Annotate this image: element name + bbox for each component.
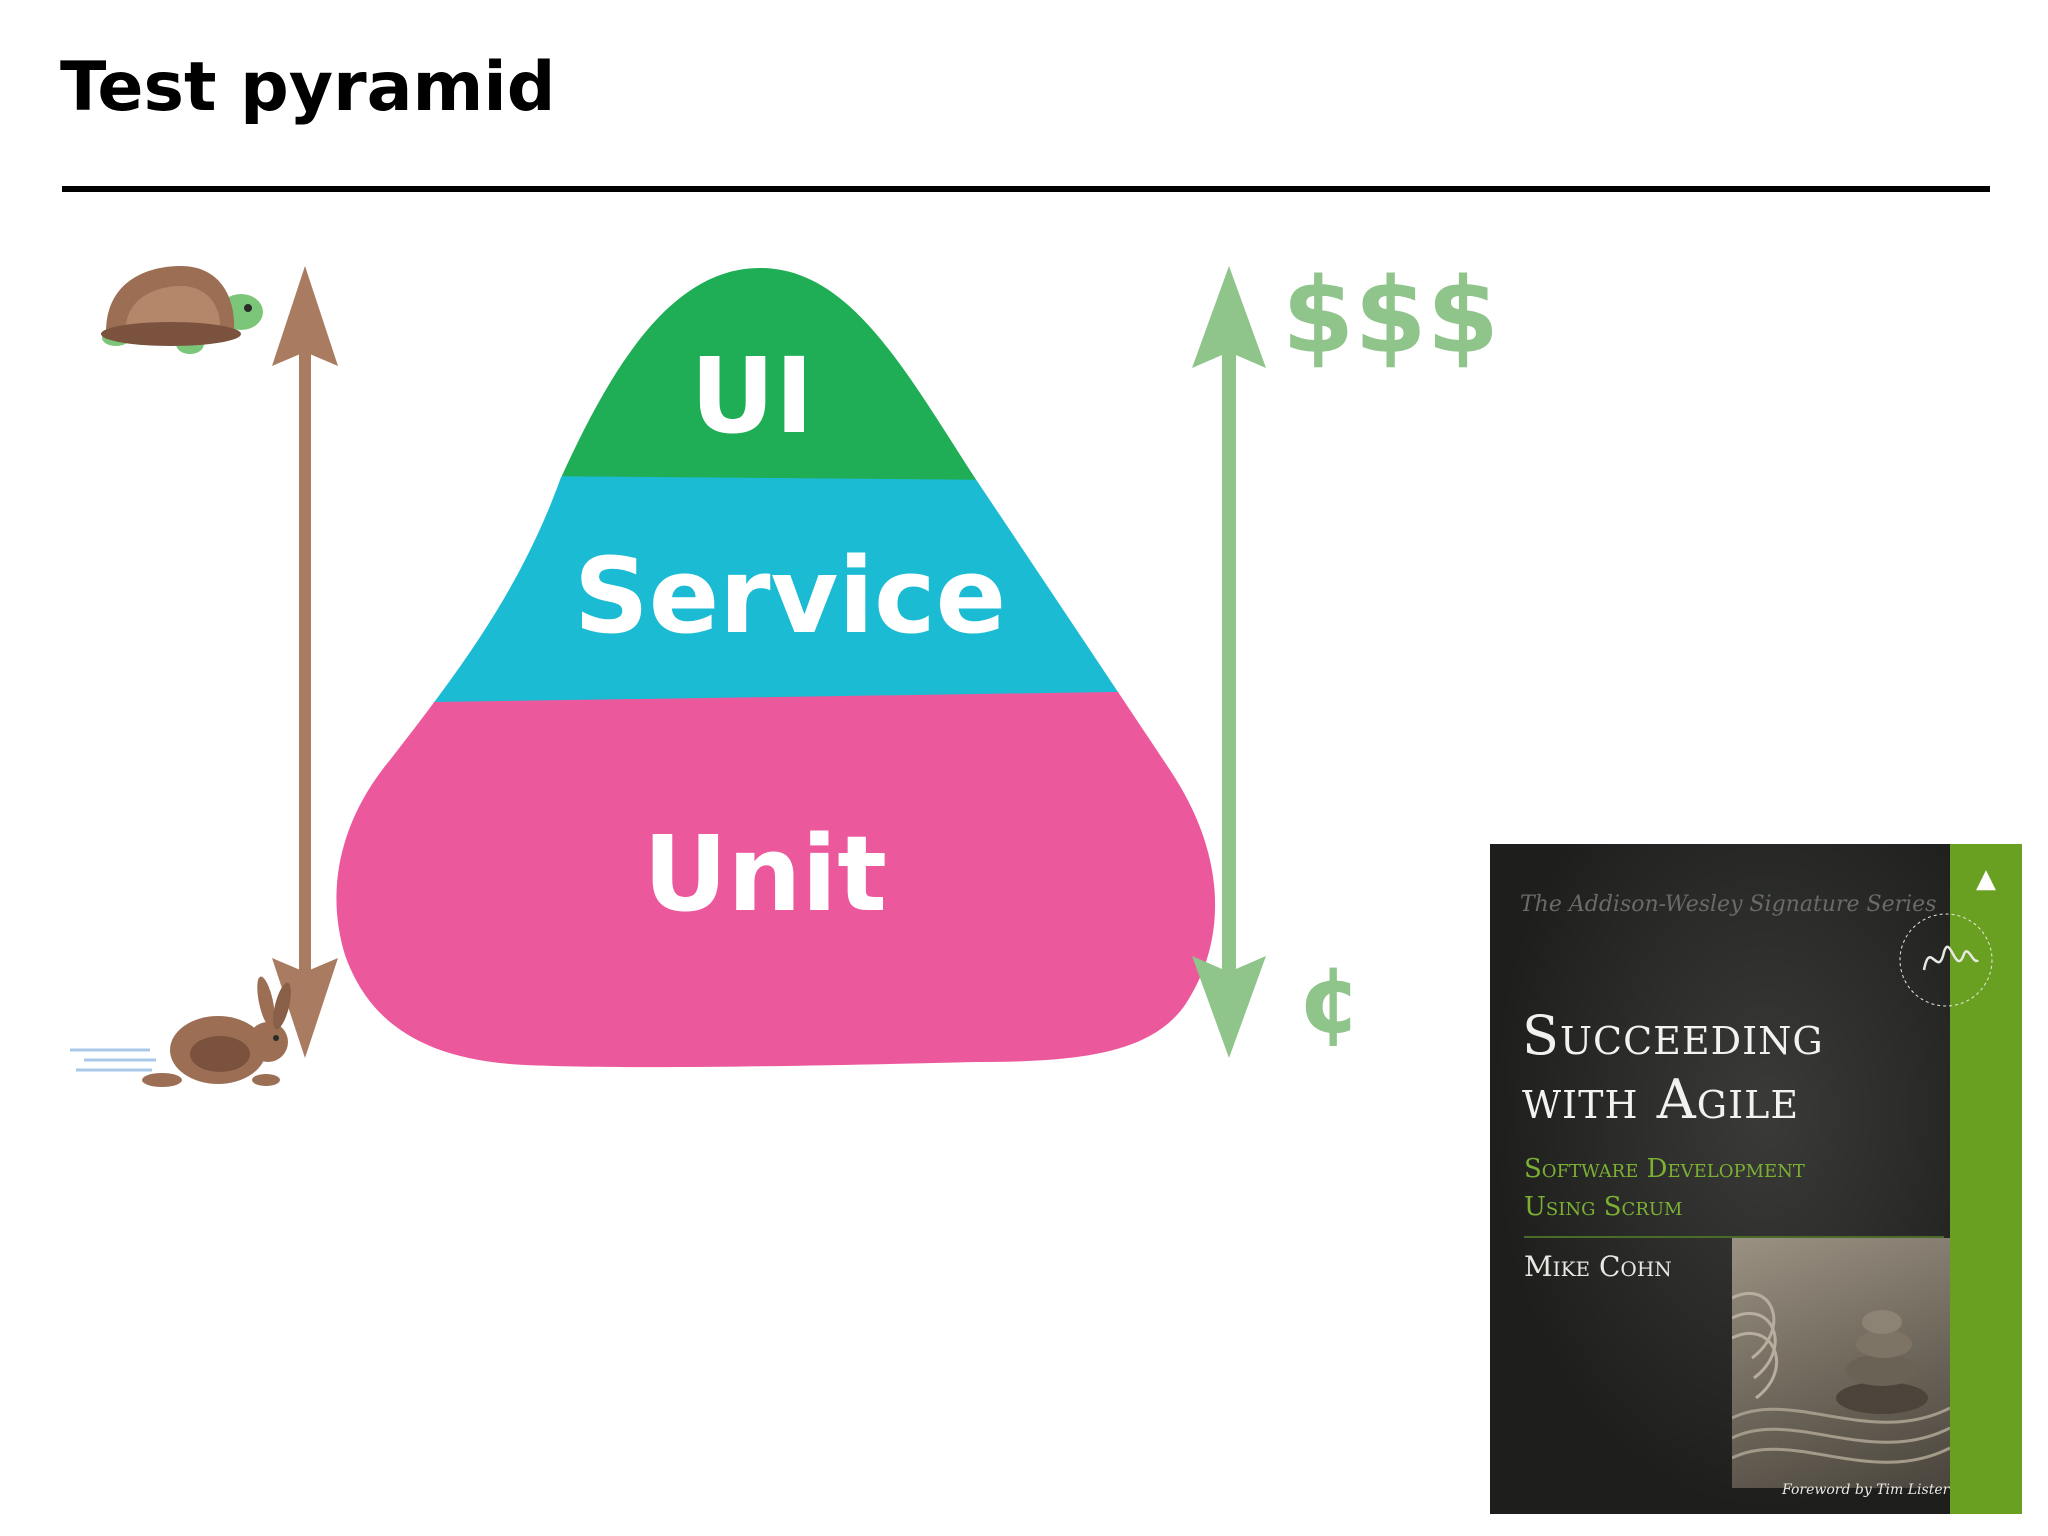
pyramid-layer-unit [336, 690, 1216, 1068]
book-foreword: Foreword by Tim Lister [1782, 1482, 1950, 1498]
rabbit-icon [70, 976, 291, 1087]
signature-seal-icon [1899, 913, 1993, 1007]
turtle-icon [101, 266, 263, 354]
book-title: Succeeding with Agile [1522, 1004, 1824, 1132]
speed-axis-arrow [272, 266, 338, 1058]
book-divider [1524, 1236, 1944, 1238]
book-cover: ▲ The Addison-Wesley Signature Series Su… [1490, 844, 2022, 1514]
zen-stones-image [1732, 1238, 1950, 1488]
publisher-logo-icon: ▲ [1976, 864, 1996, 894]
title-divider [62, 186, 1990, 192]
book-spine [1950, 844, 2022, 1514]
cost-axis-arrow [1192, 266, 1266, 1058]
slide-title: Test pyramid [60, 48, 556, 127]
pyramid-label-ui: UI [690, 335, 813, 457]
pyramid-label-service: Service [574, 535, 1006, 657]
book-title-line1: Succeeding [1522, 1004, 1824, 1067]
book-author: Mike Cohn [1524, 1250, 1672, 1283]
cost-high-label: $$$ [1282, 255, 1499, 377]
book-subtitle: Software Development Using Scrum [1524, 1150, 1805, 1226]
book-subtitle-line2: Using Scrum [1524, 1192, 1683, 1222]
cost-low-label: ¢ [1298, 947, 1362, 1054]
book-title-line2: with Agile [1522, 1068, 1800, 1131]
book-series: The Addison-Wesley Signature Series [1520, 892, 1937, 917]
book-subtitle-line1: Software Development [1524, 1154, 1805, 1184]
pyramid-label-unit: Unit [643, 813, 887, 935]
